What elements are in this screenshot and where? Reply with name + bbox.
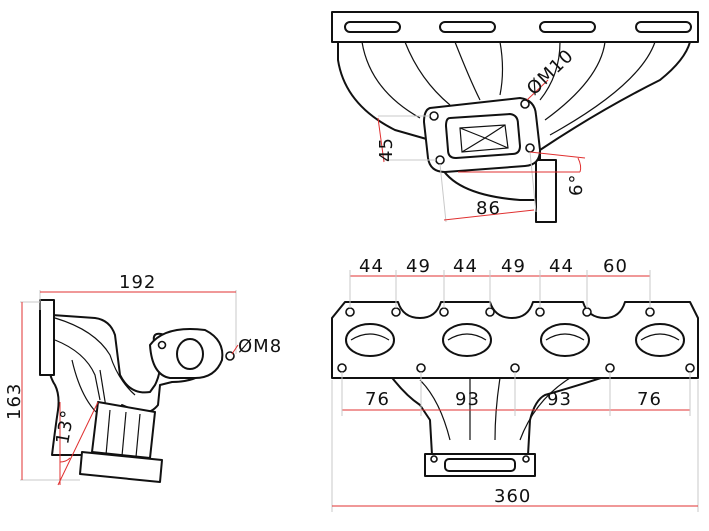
angle-6-arc: [577, 157, 582, 173]
runner-line-1: [361, 41, 421, 119]
turbo-bolt-hole-2: [520, 99, 530, 109]
front-bolt-bottom-1: [337, 363, 347, 373]
front-bolt-top-4: [485, 307, 495, 317]
side-contour-3: [71, 359, 97, 413]
m10-leader: [526, 79, 549, 101]
dim-86-line: [443, 209, 535, 221]
runner-line-6: [544, 41, 606, 121]
front-view: 44 49 44 49 44 60 76 93 93 76 360: [331, 256, 699, 512]
top-view-port-3: [539, 21, 596, 33]
front-turbo-opening: [444, 458, 516, 472]
dim-86-ext-2: [529, 151, 537, 213]
bottom-spacing-4: 76: [637, 389, 662, 410]
front-turbo-hole-1: [430, 455, 438, 463]
front-bolt-bottom-2: [416, 363, 426, 373]
side-contour-1: [54, 317, 136, 396]
side-view-head-flange: [39, 299, 55, 376]
side-downpipe-line-1: [105, 409, 111, 456]
front-head-flange: [331, 301, 699, 379]
angle-6-line: [529, 151, 586, 159]
turbo-bolt-hole-4: [525, 143, 535, 153]
turbo-bolt-hole-3: [435, 155, 445, 165]
dim-163-label: 163: [4, 383, 25, 420]
bottom-spacing-1: 76: [365, 389, 390, 410]
top-spacing-4: 49: [501, 256, 526, 277]
top-spacing-1: 44: [359, 256, 384, 277]
dim-192-label: 192: [119, 272, 156, 293]
bottom-spacing-3: 93: [547, 389, 572, 410]
front-bolt-top-6: [582, 307, 592, 317]
side-turbo-opening: [176, 338, 204, 370]
front-bolt-top-3: [439, 307, 449, 317]
side-downpipe-line-3: [135, 413, 141, 458]
angle-13-arc: [59, 457, 71, 463]
front-turbo-hole-2: [522, 455, 530, 463]
runner-line-7: [549, 41, 656, 136]
turbo-flange-divider: [459, 124, 509, 153]
front-bolt-bottom-3: [510, 363, 520, 373]
front-contour-4: [519, 377, 571, 441]
front-collector: [389, 374, 611, 456]
runner-line-5: [539, 41, 561, 101]
angle-13-line: [57, 401, 99, 486]
m8-label: ØM8: [238, 336, 282, 357]
m8-leader: [231, 344, 239, 355]
front-bolt-top-2: [391, 307, 401, 317]
top-view-port-1: [344, 21, 401, 33]
side-bolt-hole-1: [157, 340, 167, 350]
dim-45-line: [377, 117, 385, 163]
top-view-port-2: [439, 21, 496, 33]
front-bolt-top-5: [535, 307, 545, 317]
front-contour-1: [419, 379, 451, 441]
top-spacing-3: 44: [453, 256, 478, 277]
front-bolt-bottom-5: [685, 363, 695, 373]
side-contour-2: [54, 339, 101, 401]
top-spacing-5: 44: [549, 256, 574, 277]
runner-line-2: [404, 41, 451, 106]
front-port-2: [442, 323, 492, 357]
dim-86-ext-1: [439, 163, 447, 223]
top-spacing-6: 60: [603, 256, 628, 277]
front-bolt-bottom-4: [605, 363, 615, 373]
runner-line-3: [454, 41, 481, 101]
side-view: 192 163 13° ØM8: [4, 272, 282, 486]
top-spacing-2: 49: [406, 256, 431, 277]
front-bolt-top-1: [345, 307, 355, 317]
overall-width-label: 360: [494, 486, 531, 507]
front-port-3: [540, 323, 590, 357]
dim-45-label: 45: [376, 137, 397, 162]
side-downpipe: [91, 401, 156, 459]
top-view: 45 86 ØM10 6°: [331, 11, 699, 223]
front-bolt-top-7: [645, 307, 655, 317]
front-port-1: [345, 323, 395, 357]
side-downpipe-line-2: [121, 411, 127, 457]
side-bottom-flange: [79, 451, 163, 483]
top-view-bracket: [535, 159, 557, 223]
angle-6-label: 6°: [566, 174, 587, 196]
front-port-4: [635, 323, 685, 357]
bottom-spacing-2: 93: [455, 389, 480, 410]
turbo-bolt-hole-1: [429, 111, 439, 121]
front-port-shading: [350, 333, 680, 341]
runner-line-4: [499, 41, 504, 96]
turbo-flange-opening: [445, 113, 521, 159]
top-view-port-4: [635, 21, 692, 33]
dim-86-label: 86: [476, 198, 501, 219]
